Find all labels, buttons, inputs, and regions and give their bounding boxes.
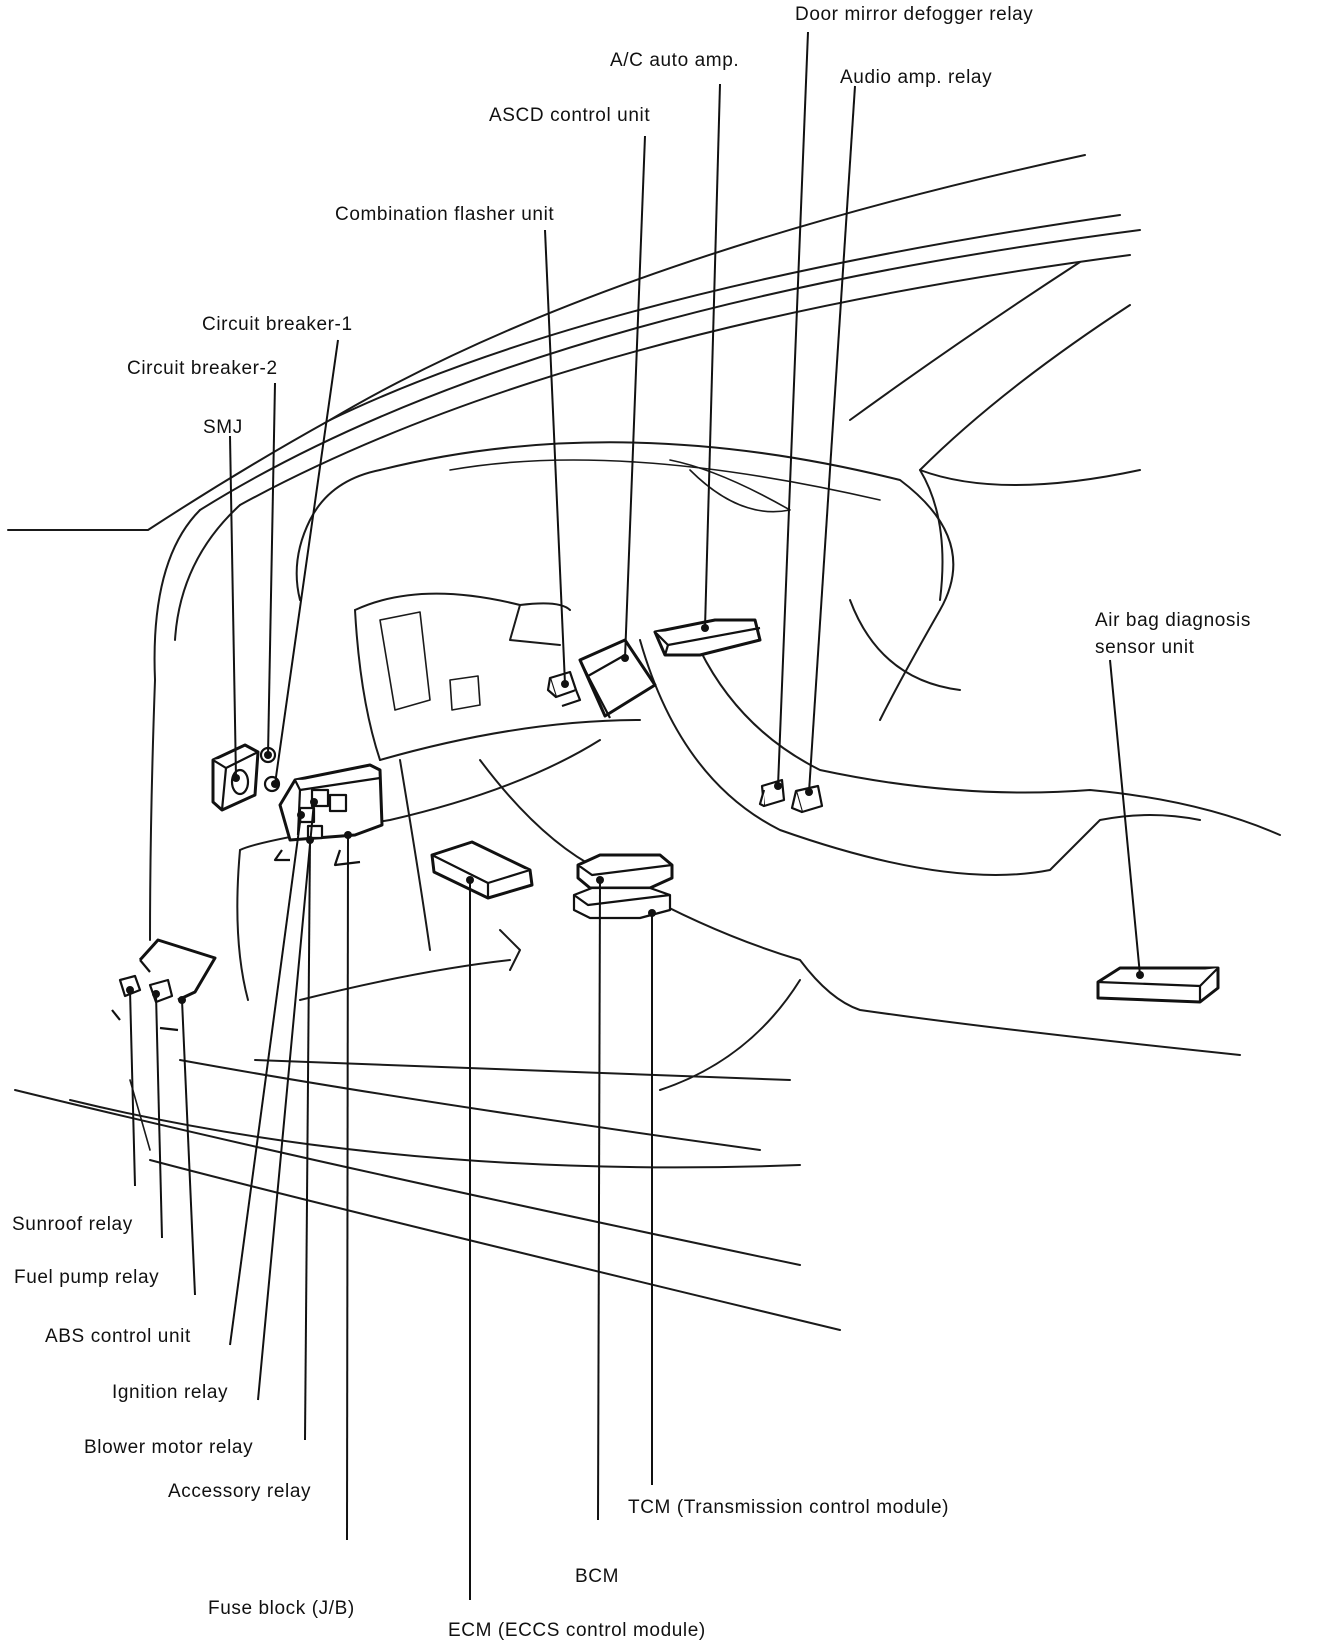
label-ecm: ECM (ECCS control module) (448, 1620, 706, 1641)
label-sunroof-relay: Sunroof relay (12, 1214, 133, 1235)
label-fuse-block: Fuse block (J/B) (208, 1598, 355, 1619)
ascd-control-unit (578, 638, 657, 719)
label-circuit-breaker-2: Circuit breaker-2 (127, 358, 278, 379)
label-ascd-control-unit: ASCD control unit (489, 105, 650, 126)
components (111, 618, 1220, 1032)
label-smj: SMJ (203, 417, 243, 438)
label-combination-flasher-unit: Combination flasher unit (335, 204, 554, 225)
bcm-tcm-boxes (572, 853, 674, 920)
label-audio-amp-relay: Audio amp. relay (840, 67, 992, 88)
label-door-mirror-defogger-relay: Door mirror defogger relay (795, 4, 1033, 25)
ac-auto-amp (653, 618, 762, 657)
fuse-block (273, 763, 384, 867)
label-sensor-unit: sensor unit (1095, 637, 1195, 658)
label-circuit-breaker-1: Circuit breaker-1 (202, 314, 353, 335)
air-bag-diagnosis-sensor-unit-box (1096, 966, 1220, 1004)
label-bcm: BCM (575, 1566, 619, 1587)
ecm-box (430, 840, 534, 900)
label-abs-control-unit: ABS control unit (45, 1326, 191, 1347)
vehicle-outline (7, 154, 1281, 1331)
door-mirror-and-audio-relays (758, 778, 824, 814)
label-fuel-pump-relay: Fuel pump relay (14, 1267, 159, 1288)
label-blower-motor-relay: Blower motor relay (84, 1437, 253, 1458)
label-ignition-relay: Ignition relay (112, 1382, 228, 1403)
label-air-bag-diagnosis: Air bag diagnosis (1095, 610, 1251, 631)
relay-bracket-left (111, 938, 217, 1032)
labels: Door mirror defogger relay A/C auto amp.… (12, 4, 1251, 1641)
label-tcm: TCM (Transmission control module) (628, 1497, 949, 1518)
label-ac-auto-amp: A/C auto amp. (610, 50, 739, 71)
leader-lines (126, 31, 1144, 1600)
label-accessory-relay: Accessory relay (168, 1481, 311, 1502)
